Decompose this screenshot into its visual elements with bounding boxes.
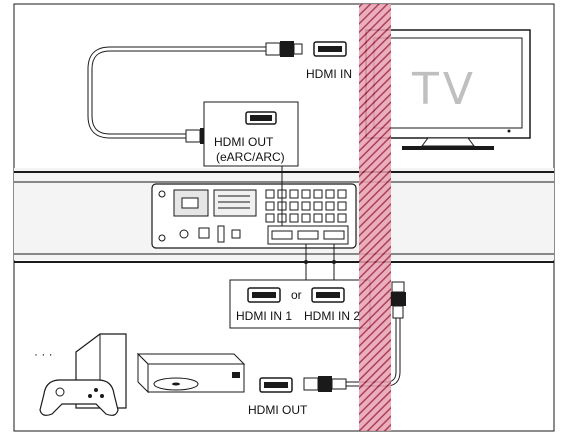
soundbar-rear-panel bbox=[151, 183, 357, 249]
highlight-band bbox=[359, 4, 391, 431]
tv-label: TV bbox=[411, 64, 477, 115]
hdmi-plug-tv-end bbox=[265, 41, 303, 57]
hdmi-in-2-label: HDMI IN 2 bbox=[304, 309, 360, 323]
panel-hdmi-out-port bbox=[271, 230, 293, 240]
source-hdmi-out-label: HDMI OUT bbox=[248, 403, 308, 417]
console-controller-icon bbox=[39, 379, 119, 416]
source-hdmi-out-port-icon bbox=[259, 377, 293, 393]
or-label: or bbox=[291, 288, 302, 302]
panel-hdmi-in2-port bbox=[323, 230, 345, 240]
bluray-player-icon bbox=[136, 352, 246, 394]
hdmi-out-callout bbox=[203, 101, 299, 167]
soundbar-hdmi-out-sublabel: (eARC/ARC) bbox=[216, 150, 285, 164]
more-devices-ellipsis: · · · bbox=[34, 347, 53, 361]
hdmi-plug-source-end bbox=[303, 376, 347, 392]
hdmi-in-callout bbox=[229, 244, 371, 329]
tv-illustration bbox=[365, 29, 531, 150]
soundbar-hdmi-out-label: HDMI OUT bbox=[214, 135, 274, 149]
tv-hdmi-in-label: HDMI IN bbox=[306, 67, 352, 81]
hdmi-cable-tv-soundbar bbox=[87, 46, 266, 139]
hdmi-plug-soundbar-in-end bbox=[390, 281, 406, 319]
tv-hdmi-in-port-icon bbox=[313, 41, 347, 57]
panel-hdmi-in1-port bbox=[297, 230, 319, 240]
hdmi-in-1-label: HDMI IN 1 bbox=[236, 309, 292, 323]
